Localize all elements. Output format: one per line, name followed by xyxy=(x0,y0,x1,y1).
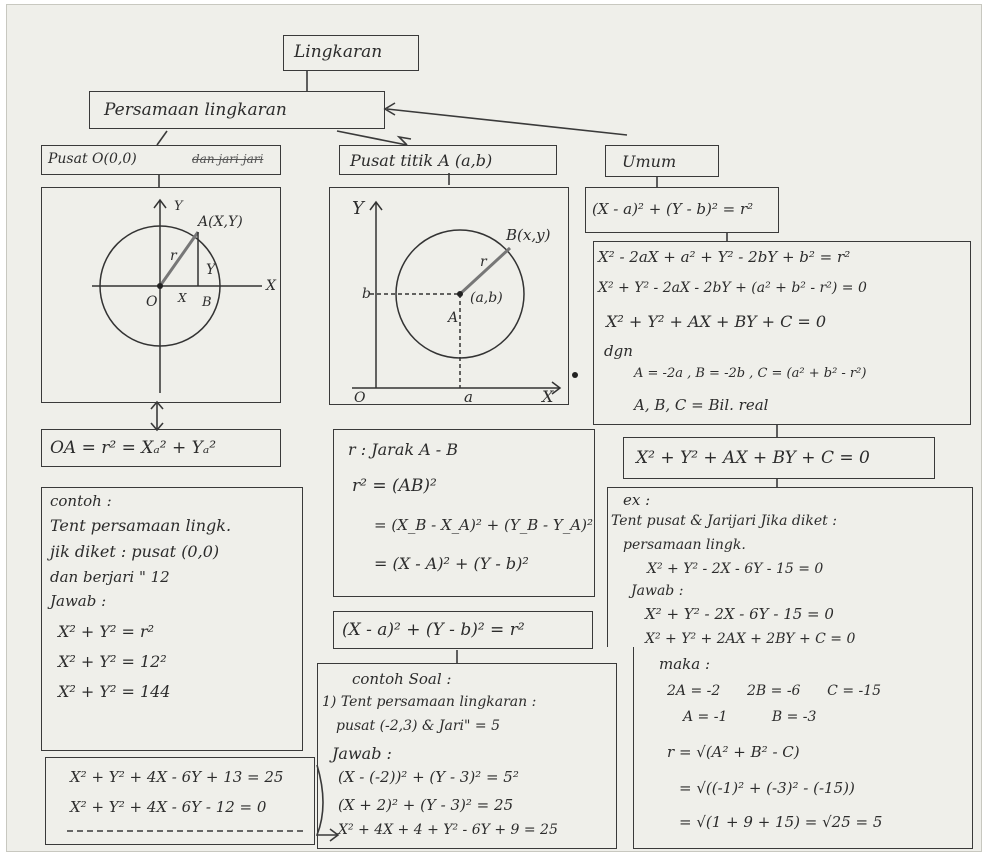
col1-example-line: Jawab : xyxy=(50,592,107,610)
col2-b-tick-label: b xyxy=(362,286,371,302)
col1-diagram-box: Y X A(X,Y) r Y O X B xyxy=(41,187,281,403)
col2-derivation-line: = (X_B - X_A)² + (Y_B - Y_A)² xyxy=(374,516,593,534)
col2-derivation-line: r² = (AB)² xyxy=(352,476,437,496)
subtitle-box: Persamaan lingkaran xyxy=(89,91,385,129)
bottom-left-box: X² + Y² + 4X - 6Y + 13 = 25 X² + Y² + 4X… xyxy=(45,757,315,845)
bottom-left-line: X² + Y² + 4X - 6Y + 13 = 25 xyxy=(70,768,284,786)
col2-a-tick-label: a xyxy=(464,388,473,403)
col1-y-axis-label: Y xyxy=(174,199,184,214)
col1-formula-box: OA = r² = Xₐ² + Yₐ² xyxy=(41,429,281,467)
col3-formula2: X² + Y² + AX + BY + C = 0 xyxy=(636,448,870,468)
col3-example-line: maka : xyxy=(659,655,711,673)
col3-example-line: Tent pusat & Jarijari Jika diket : xyxy=(611,513,837,529)
col3-expansion-line: X² + Y² + AX + BY + C = 0 xyxy=(606,312,827,331)
diagram-title: Lingkaran xyxy=(294,42,383,62)
connector-lines xyxy=(67,71,778,842)
col1-example-line: X² + Y² = r² xyxy=(58,622,154,641)
col2-derivation-line: r : Jarak A - B xyxy=(348,440,459,459)
col1-x-axis-label: X xyxy=(265,278,277,294)
col3-header-box: Umum xyxy=(605,145,719,177)
col1-example-line: Tent persamaan lingk. xyxy=(50,516,232,535)
col3-expansion-line: A = -2a , B = -2b , C = (a² + b² - r²) xyxy=(634,366,867,381)
col3-example-line: = √(1 + 9 + 15) = √25 = 5 xyxy=(679,813,883,831)
col2-diagram-box: Y b B(x,y) r (a,b) A O a X xyxy=(329,187,569,405)
col3-expansion-box: X² - 2aX + a² + Y² - 2bY + b² = r² X² + … xyxy=(593,241,971,425)
bottom-left-line: X² + Y² + 4X - 6Y - 12 = 0 xyxy=(70,798,267,816)
col2-header: Pusat titik A (a,b) xyxy=(350,151,493,170)
col3-expansion-line: A, B, C = Bil. real xyxy=(634,396,769,414)
col1-x-segment-label: X xyxy=(177,291,187,305)
paper-sheet: Lingkaran Persamaan lingkaran Pusat O(0,… xyxy=(6,4,982,852)
col1-origin-label: O xyxy=(146,294,158,310)
col2-example-line: X² + 4X + 4 + Y² - 6Y + 9 = 25 xyxy=(338,822,558,838)
col2-derivation-line: = (X - A)² + (Y - b)² xyxy=(374,554,529,573)
col3-example-line: ex : xyxy=(623,491,651,509)
col2-result-formula: (X - a)² + (Y - b)² = r² xyxy=(342,620,525,640)
col3-example-line: = √((-1)² + (-3)² - (-15)) xyxy=(679,779,855,797)
col2-point-a-label: A xyxy=(446,310,458,326)
col1-header-box: Pusat O(0,0) dan jari-jari xyxy=(41,145,281,175)
col2-y-axis-label: Y xyxy=(352,198,366,219)
col3-example-line: 2A = -2 2B = -6 C = -15 xyxy=(667,683,882,699)
col3-formula1: (X - a)² + (Y - b)² = r² xyxy=(592,200,754,218)
col1-formula: OA = r² = Xₐ² + Yₐ² xyxy=(50,438,217,458)
col2-center-label: (a,b) xyxy=(470,290,503,306)
col3-example-line: r = √(A² + B² - C) xyxy=(667,743,800,761)
col2-circle-diagram: Y b B(x,y) r (a,b) A O a X xyxy=(352,198,562,403)
col3-example-line: persamaan lingk. xyxy=(623,537,746,553)
col3-example-line: Jawab : xyxy=(631,583,684,599)
col1-example-line: jik diket : pusat (0,0) xyxy=(50,542,220,561)
col2-example-line: pusat (-2,3) & Jari" = 5 xyxy=(336,718,500,734)
col3-formula1-box: (X - a)² + (Y - b)² = r² xyxy=(585,187,779,233)
col2-origin-label: O xyxy=(354,390,366,403)
title-box: Lingkaran xyxy=(283,35,419,71)
col3-example-box xyxy=(607,487,973,647)
col1-example-line: X² + Y² = 12² xyxy=(58,652,167,671)
col1-point-a-label: A(X,Y) xyxy=(196,214,243,230)
col2-example-box: contoh Soal : 1) Tent persamaan lingkara… xyxy=(317,663,617,849)
col2-example-line: contoh Soal : xyxy=(352,670,452,688)
col1-point-b-label: B xyxy=(201,295,212,310)
col3-expansion-line: X² + Y² - 2aX - 2bY + (a² + b² - r²) = 0 xyxy=(598,280,867,296)
col2-x-axis-label: X xyxy=(540,387,554,403)
col3-example-line: X² + Y² - 2X - 6Y - 15 = 0 xyxy=(647,561,824,577)
col3-formula2-box: X² + Y² + AX + BY + C = 0 xyxy=(623,437,935,479)
col3-example-line: A = -1 B = -3 xyxy=(683,709,817,725)
col1-header: Pusat O(0,0) xyxy=(48,151,137,167)
col3-header: Umum xyxy=(622,152,677,171)
col2-radius-label: r xyxy=(480,254,488,270)
col2-example-line: (X - (-2))² + (Y - 3)² = 5² xyxy=(338,768,519,786)
col2-result-box: (X - a)² + (Y - b)² = r² xyxy=(333,611,593,649)
col3-example-content: ex : Tent pusat & Jarijari Jika diket : … xyxy=(607,487,973,849)
col3-example-line: X² + Y² - 2X - 6Y - 15 = 0 xyxy=(645,605,834,623)
col2-point-b-label: B(x,y) xyxy=(505,226,551,244)
col1-radius-label: r xyxy=(170,248,178,264)
col2-example-line: (X + 2)² + (Y - 3)² = 25 xyxy=(338,796,514,814)
col3-expansion-line: X² - 2aX + a² + Y² - 2bY + b² = r² xyxy=(598,248,851,266)
col2-header-box: Pusat titik A (a,b) xyxy=(339,145,557,175)
col1-circle-diagram: Y X A(X,Y) r Y O X B xyxy=(92,198,277,393)
col3-example-line: X² + Y² + 2AX + 2BY + C = 0 xyxy=(645,631,856,647)
col3-expansion-line: dgn xyxy=(604,342,633,360)
col1-y-segment-label: Y xyxy=(206,262,217,278)
col1-example-box: contoh : Tent persamaan lingk. jik diket… xyxy=(41,487,303,751)
col1-header-strike: dan jari-jari xyxy=(192,152,264,166)
col2-example-line: Jawab : xyxy=(332,744,392,763)
col2-example-line: 1) Tent persamaan lingkaran : xyxy=(322,694,537,710)
col3-example-box-lower xyxy=(633,647,973,849)
col1-example-line: X² + Y² = 144 xyxy=(58,682,171,701)
col1-example-line: dan berjari " 12 xyxy=(50,568,170,586)
col1-example-line: contoh : xyxy=(50,492,112,510)
diagram-subtitle: Persamaan lingkaran xyxy=(104,100,287,120)
col2-derivation-box: r : Jarak A - B r² = (AB)² = (X_B - X_A)… xyxy=(333,429,595,597)
